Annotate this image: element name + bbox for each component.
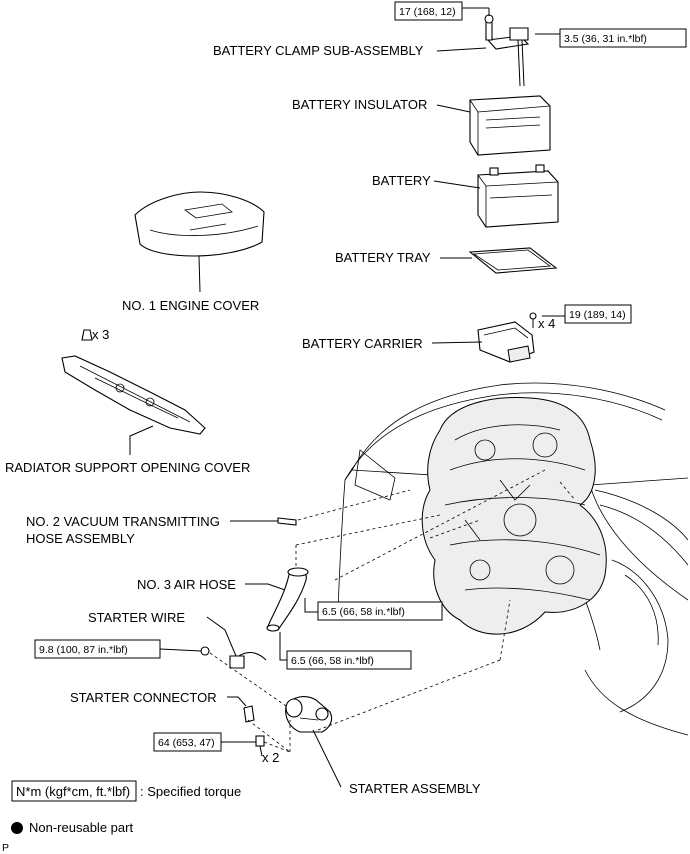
leader-lines [129,7,565,788]
torque-starter-wire: 9.8 (100, 87 in.*lbf) [39,644,128,656]
dashed-assembly-lines [209,469,576,753]
torque-box-clamp-nut [559,28,687,48]
qty-radiator-clips: x 3 [92,327,109,342]
starter-bolt [255,735,265,757]
torque-clamp-bolt: 17 (168, 12) [399,6,456,18]
battery [477,164,559,228]
label-engine-cover: NO. 1 ENGINE COVER [122,298,259,313]
label-vacuum-hose-line1: NO. 2 VACUUM TRANSMITTING [26,514,220,529]
torque-air-hose-upper: 6.5 (66, 58 in.*lbf) [322,606,405,618]
engine-cover [134,191,265,257]
torque-box-carrier-bolt [564,304,632,324]
label-air-hose: NO. 3 AIR HOSE [137,577,236,592]
vacuum-hose [277,517,297,526]
qty-starter-bolts: x 2 [262,750,279,765]
torque-carrier-bolt: 19 (189, 14) [569,309,626,321]
battery-insulator [469,95,551,156]
label-starter-connector: STARTER CONNECTOR [70,690,217,705]
torque-clamp-nut: 3.5 (36, 31 in.*lbf) [564,33,647,45]
label-battery-tray: BATTERY TRAY [335,250,431,265]
legend-non-reusable: Non-reusable part [29,820,133,835]
corner-mark: P [2,842,9,854]
battery-clamp-sub-assembly [484,14,530,87]
torque-starter-bolt: 64 (653, 47) [158,737,215,749]
battery-carrier [477,312,537,363]
legend-unit-box [11,780,137,802]
radiator-support-opening-cover [61,329,206,435]
label-starter-assembly: STARTER ASSEMBLY [349,781,481,796]
label-radiator-cover: RADIATOR SUPPORT OPENING COVER [5,460,250,475]
engine-assembly [421,397,607,635]
label-vacuum-hose-line2: HOSE ASSEMBLY [26,531,135,546]
torque-box-starter-wire [34,639,161,659]
air-hose [266,567,309,632]
label-starter-wire: STARTER WIRE [88,610,185,625]
legend-unit-desc: : Specified torque [140,784,241,799]
starter-connector [243,705,255,723]
label-battery: BATTERY [372,173,431,188]
torque-box-clamp-bolt [394,1,463,21]
starter-assembly [285,696,333,733]
label-battery-clamp: BATTERY CLAMP SUB-ASSEMBLY [213,43,424,58]
battery-tray [468,247,558,274]
label-battery-insulator: BATTERY INSULATOR [292,97,427,112]
torque-air-hose-lower: 6.5 (66, 58 in.*lbf) [291,655,374,667]
label-battery-carrier: BATTERY CARRIER [302,336,423,351]
non-reusable-dot-icon [11,822,23,834]
torque-box-air-hose-upper [317,601,443,621]
torque-box-starter-bolt [153,732,222,752]
torque-box-air-hose-lower [286,650,412,670]
qty-carrier-bolts: x 4 [538,316,555,331]
legend-unit-text: N*m (kgf*cm, ft.*lbf) [16,784,130,799]
